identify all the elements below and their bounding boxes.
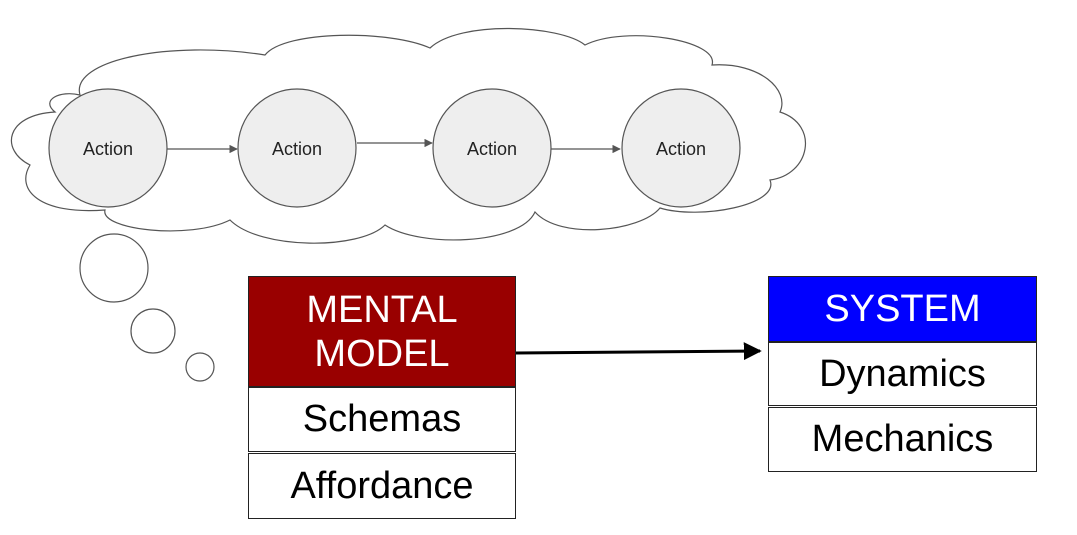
mechanics-label: Mechanics	[811, 418, 994, 460]
action-node-2: Action	[237, 88, 357, 208]
thought-bubble-medium	[130, 308, 176, 354]
system-row-dynamics: Dynamics	[768, 342, 1037, 406]
system-title: SYSTEM	[824, 287, 981, 330]
action-node-4: Action	[621, 88, 741, 208]
dynamics-label: Dynamics	[819, 352, 986, 395]
action-node-3: Action	[432, 88, 552, 208]
mental-model-header: MENTAL MODEL	[248, 276, 516, 387]
affordance-label: Affordance	[290, 464, 474, 507]
thought-bubble-small	[185, 352, 215, 382]
mental-model-title-line1: MENTAL	[306, 288, 458, 331]
system-row-mechanics: Mechanics	[768, 407, 1037, 472]
action-label-4: Action	[656, 139, 706, 159]
mental-model-title-line2: MODEL	[314, 332, 450, 375]
mental-model-row-affordance: Affordance	[248, 453, 516, 519]
system-header: SYSTEM	[768, 276, 1037, 342]
action-label-2: Action	[272, 139, 322, 159]
thought-cloud	[11, 27, 807, 244]
action-node-1: Action	[48, 88, 168, 208]
model-to-system-arrow	[515, 342, 762, 361]
thought-bubble-large	[79, 233, 149, 303]
action-label-1: Action	[83, 139, 133, 159]
action-label-3: Action	[467, 139, 517, 159]
mental-model-row-schemas: Schemas	[248, 387, 516, 452]
schemas-label: Schemas	[302, 398, 462, 440]
